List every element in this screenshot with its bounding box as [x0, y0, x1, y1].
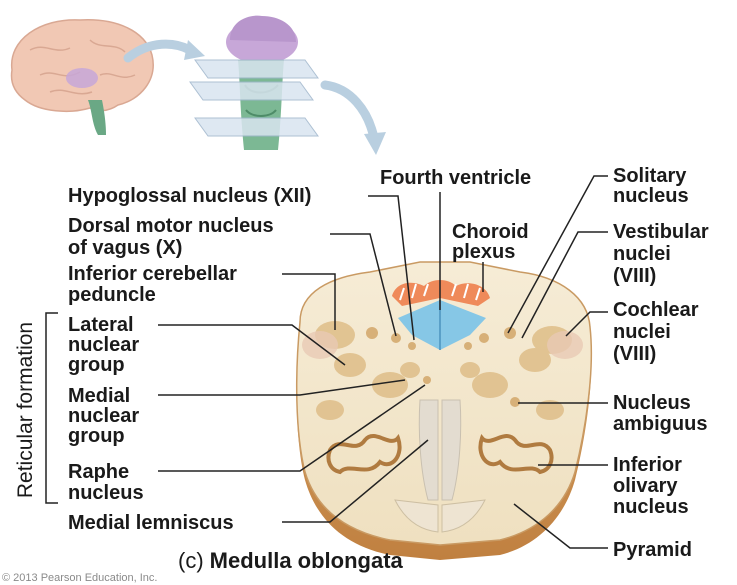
brain-thumbnail [10, 19, 154, 135]
label-olivary-2: olivary [613, 475, 678, 497]
reticular-bracket [45, 312, 58, 504]
label-medial-lemniscus: Medial lemniscus [68, 512, 234, 534]
label-cochlear-1: Cochlear [613, 299, 699, 321]
label-choroid-1: Choroid [452, 221, 529, 243]
label-medial-1: Medial [68, 385, 131, 407]
label-solitary-2: nucleus [613, 185, 689, 207]
reticular-formation-label-box: Reticular formation [14, 300, 37, 520]
label-reticular-formation: Reticular formation [14, 321, 37, 499]
caption-title: Medulla oblongata [209, 548, 403, 573]
label-ambiguus-2: ambiguus [613, 413, 708, 435]
label-vestibular-1: Vestibular [613, 221, 709, 243]
label-pyramid: Pyramid [613, 539, 692, 561]
label-raphe-1: Raphe [68, 461, 130, 483]
label-inferior-cerebellar-1: Inferior cerebellar [68, 263, 237, 285]
label-olivary-1: Inferior [613, 454, 682, 476]
label-dorsal-motor-1: Dorsal motor nucleus [68, 215, 274, 237]
label-hypoglossal: Hypoglossal nucleus (XII) [68, 185, 312, 207]
brainstem-thumbnail [189, 15, 319, 150]
label-cochlear-2: nuclei [613, 321, 671, 343]
arrow-2 [320, 80, 379, 143]
label-vestibular-3: (VIII) [613, 265, 657, 287]
label-lateral-3: group [68, 354, 125, 376]
label-lateral-1: Lateral [68, 314, 134, 336]
caption-letter: (c) [178, 548, 204, 573]
arrow-1 [123, 39, 195, 63]
label-cochlear-3: (VIII) [613, 343, 657, 365]
label-lateral-2: nuclear [68, 334, 140, 356]
medulla-section [295, 261, 593, 560]
label-solitary-1: Solitary [613, 165, 687, 187]
label-ambiguus-1: Nucleus [613, 392, 691, 414]
copyright-notice: © 2013 Pearson Education, Inc. [2, 572, 158, 584]
label-olivary-3: nucleus [613, 496, 689, 518]
figure-caption: (c)Medulla oblongata [178, 548, 403, 574]
label-raphe-2: nucleus [68, 482, 144, 504]
label-medial-2: nuclear [68, 405, 140, 427]
label-dorsal-motor-2: of vagus (X) [68, 237, 183, 259]
label-medial-3: group [68, 425, 125, 447]
label-choroid-2: plexus [452, 241, 516, 263]
label-inferior-cerebellar-2: peduncle [68, 284, 156, 306]
label-vestibular-2: nuclei [613, 243, 671, 265]
label-fourth-ventricle: Fourth ventricle [380, 167, 532, 189]
leader-lines [158, 175, 608, 549]
